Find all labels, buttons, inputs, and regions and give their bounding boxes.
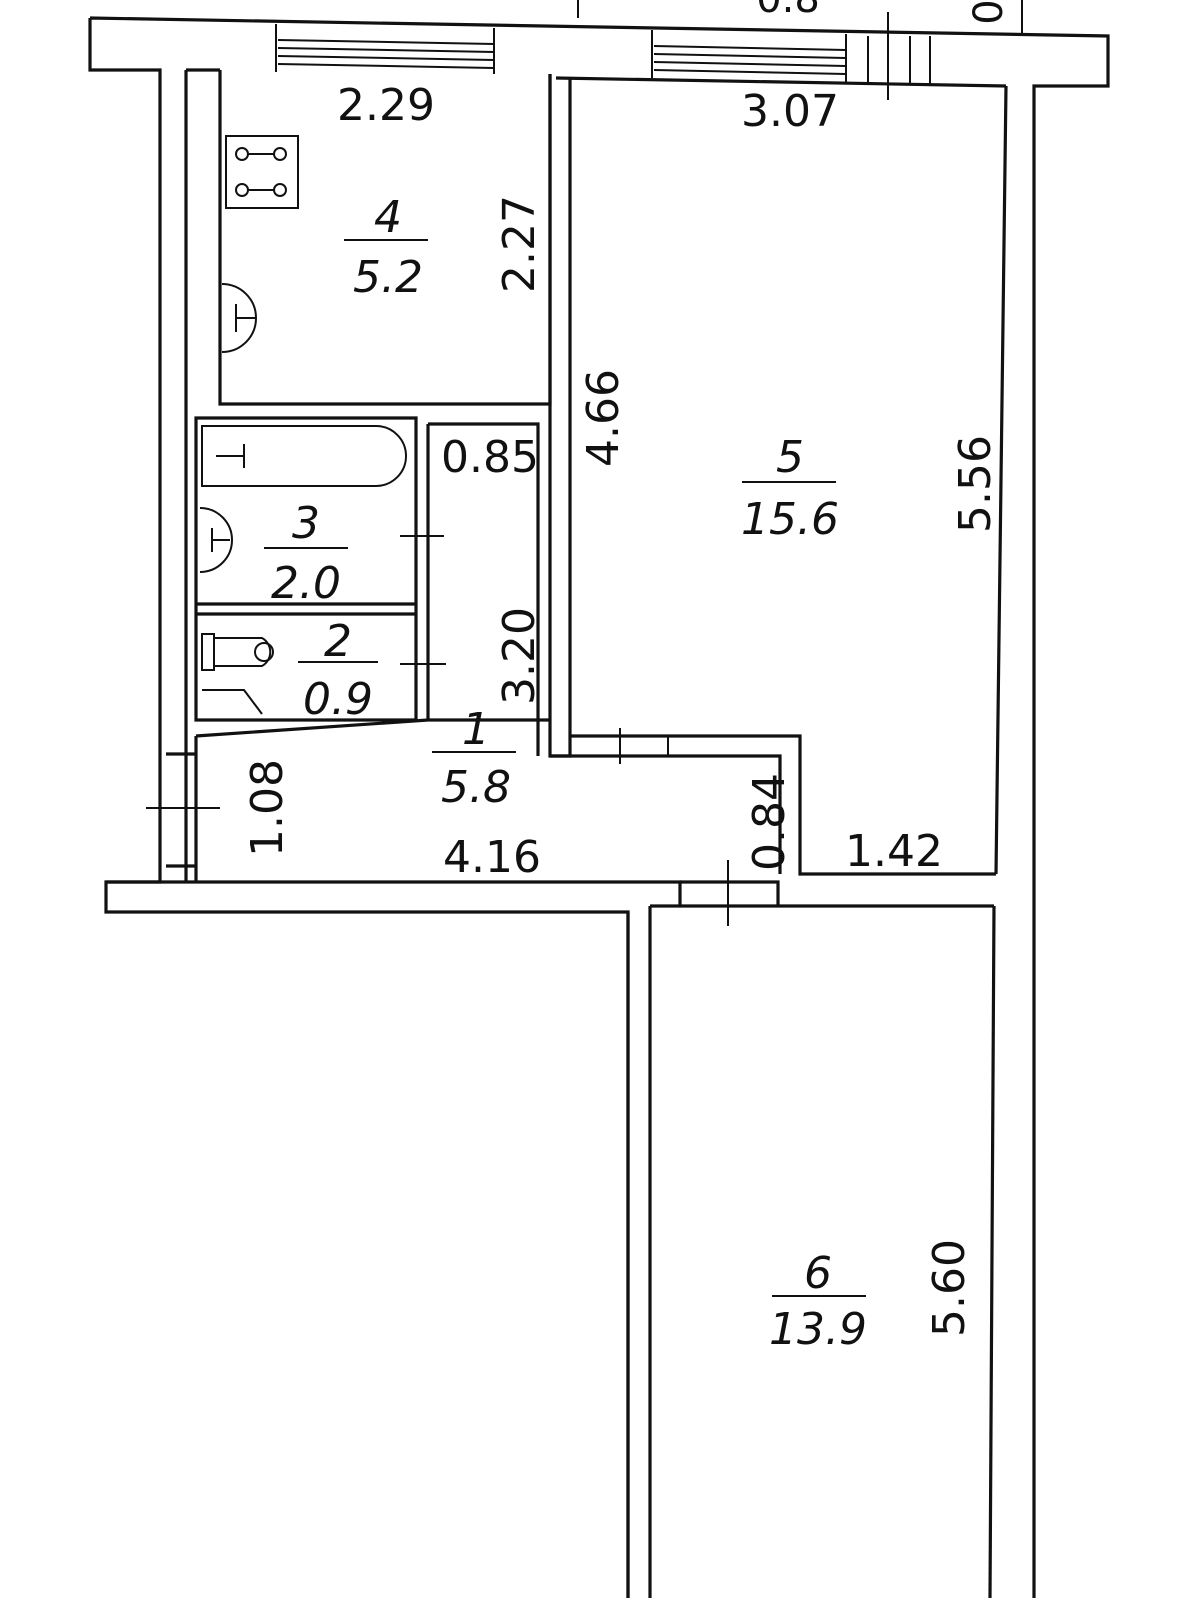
dim-room5-width: 3.07 bbox=[741, 86, 839, 137]
room-3-number: 3 bbox=[292, 498, 320, 549]
dim-hall-depth: 1.08 bbox=[242, 759, 293, 857]
top-wall-inner-room5 bbox=[555, 76, 1007, 88]
room-1-area: 5.8 bbox=[441, 762, 511, 813]
dim-kitchen-depth: 2.27 bbox=[494, 195, 545, 293]
dim-kitchen-width: 2.29 bbox=[337, 80, 435, 131]
dim-door-width: 0.84 bbox=[744, 773, 795, 871]
room5-bottom-step bbox=[570, 734, 996, 876]
right-wall-inner-lower bbox=[988, 905, 996, 1599]
room5-left-wall bbox=[548, 74, 572, 758]
bathroom-room bbox=[194, 416, 540, 756]
stove-burner bbox=[235, 147, 249, 161]
room-2-number: 2 bbox=[324, 616, 352, 667]
dim-room5-left-length: 4.66 bbox=[578, 369, 629, 467]
dim-corridor-length: 3.20 bbox=[494, 607, 545, 705]
room-1-number: 1 bbox=[462, 704, 490, 755]
dim-hall-length: 4.16 bbox=[443, 832, 541, 883]
dim-room6-length: 5.60 bbox=[924, 1239, 975, 1337]
room-5-area: 15.6 bbox=[741, 494, 839, 545]
kitchen-sink-icon bbox=[221, 283, 257, 353]
dim-corridor-width: 0.85 bbox=[441, 432, 539, 483]
room5-door-marks bbox=[619, 728, 669, 764]
kitchen-window bbox=[275, 24, 495, 74]
room-5-number: 5 bbox=[776, 432, 804, 483]
hall-right-step bbox=[550, 754, 782, 874]
bathtub-icon bbox=[201, 425, 407, 487]
fraction-bars bbox=[264, 239, 866, 1297]
dim-room5-right-length: 5.56 bbox=[950, 435, 1001, 533]
room-6-area: 13.9 bbox=[769, 1304, 867, 1355]
dimension-labels: 2.29 3.07 0.85 4.16 1.42 2.27 4.66 5.56 … bbox=[242, 0, 1012, 1337]
room5-window bbox=[651, 12, 931, 100]
room-6-number: 6 bbox=[804, 1248, 832, 1299]
right-wall-inner bbox=[994, 85, 1008, 875]
washbasin-icon bbox=[199, 507, 233, 573]
dim-room5-bottom-width: 1.42 bbox=[845, 826, 943, 877]
room-labels: 4 5.2 5 15.6 3 2.0 2 0.9 1 5.8 6 13.9 bbox=[271, 192, 867, 1355]
room-3-area: 2.0 bbox=[271, 558, 341, 609]
hall-room bbox=[146, 718, 729, 926]
outer-walls bbox=[88, 16, 1110, 1599]
windows bbox=[275, 0, 1023, 100]
room-2-area: 0.9 bbox=[303, 674, 373, 725]
stove-burner bbox=[273, 183, 287, 197]
room-4-area: 5.2 bbox=[353, 252, 423, 303]
stove-burner bbox=[273, 147, 287, 161]
stove-icon bbox=[225, 135, 299, 209]
hall-bottom-wall bbox=[106, 880, 682, 906]
stove-burner bbox=[235, 183, 249, 197]
toilet-icon bbox=[201, 633, 274, 715]
door-jamb bbox=[680, 880, 780, 906]
dim-top-cropped-left: 0.8 bbox=[756, 0, 820, 22]
dim-top-cropped-right: 0 bbox=[966, 0, 1012, 25]
room-4-number: 4 bbox=[374, 192, 402, 243]
